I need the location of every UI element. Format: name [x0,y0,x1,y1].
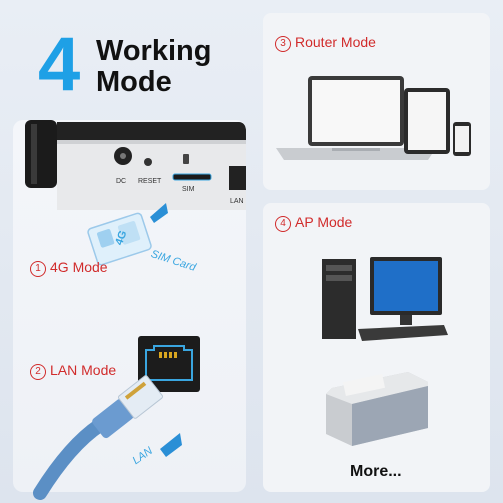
port-label-dc: DC [116,178,127,185]
reset-button-icon [144,158,152,166]
insert-arrow-icon [150,203,168,223]
printer-illustration [326,372,428,446]
title-line-2: Mode [96,66,172,98]
router-device-illustration [25,120,246,210]
mode-number-4g: 1 [30,261,46,277]
printer-icon [326,372,428,446]
tablet-icon [404,88,450,154]
ap-mode-panel [263,203,490,492]
devices-illustration [276,76,471,160]
mode-text-ap: AP Mode [295,214,353,230]
monitor-icon [370,257,442,325]
mode-text-lan: LAN Mode [50,362,117,378]
desktop-computer-illustration [322,257,448,341]
port-label-sim: SIM [182,186,195,193]
mode-number-router: 3 [275,36,291,52]
sim-card-illustration [87,203,168,266]
ethernet-cable-illustration [33,375,182,500]
plug-arrow-icon [160,433,182,457]
title-number: 4 [38,22,80,107]
laptop-icon [276,76,436,160]
port-label-reset: RESET [138,178,162,185]
keyboard-icon [358,325,448,341]
mode-number-lan: 2 [30,364,46,380]
sim-slot-icon [172,173,212,181]
phone-icon [453,122,471,156]
mode-text-router: Router Mode [295,34,376,50]
antenna-icon [25,120,57,188]
port-label-lan: LAN [230,198,244,205]
title-line-1: Working [96,35,212,67]
pc-tower-icon [322,259,356,339]
mode-number-ap: 4 [275,216,291,232]
lan-port-icon [229,166,246,190]
page-title: Working Mode [96,36,211,98]
mode-text-4g: 4G Mode [50,259,108,275]
more-label: More... [350,463,402,480]
lan-port-illustration [138,336,200,392]
